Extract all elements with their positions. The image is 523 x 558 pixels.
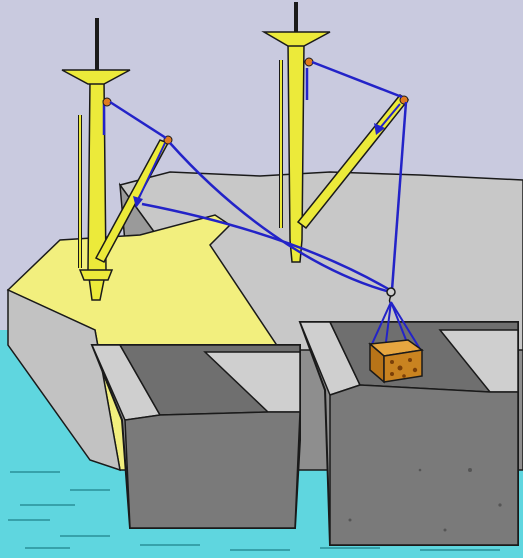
slings: [371, 301, 421, 351]
left-caisson: [90, 344, 301, 529]
right-crane: [261, 2, 410, 263]
left-mast-pulley: [102, 97, 112, 107]
cargo-crate: [368, 339, 424, 384]
left-crane: [61, 18, 173, 301]
ropes: [109, 60, 408, 294]
right-mast-pulley: [304, 57, 314, 67]
right-caisson: [298, 321, 519, 546]
